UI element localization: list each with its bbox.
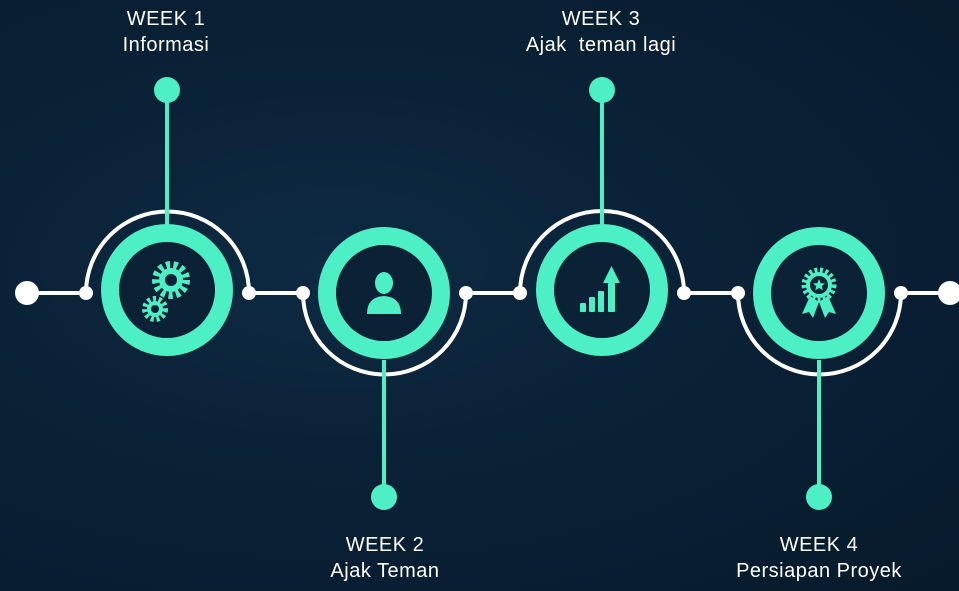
- step-title: WEEK 4: [779, 534, 859, 556]
- step-subtitle: Informasi: [122, 34, 210, 56]
- stem-dot-week-2: [371, 484, 397, 510]
- node-week-3: [536, 224, 668, 356]
- step-title: WEEK 1: [126, 8, 206, 30]
- step-label-week-4: WEEK 4 Persiapan Proyek: [699, 532, 939, 584]
- growth-chart-icon: [580, 266, 620, 312]
- timeline-end-dot: [938, 281, 959, 305]
- award-ribbon-icon: [801, 267, 837, 318]
- node-week-4: [753, 227, 885, 359]
- stem-dot-week-1: [154, 77, 180, 103]
- gears-icon: [142, 261, 190, 322]
- step-label-week-3: WEEK 3 Ajak teman lagi: [481, 6, 721, 58]
- timeline-start-dot: [15, 281, 39, 305]
- node-week-1: [101, 224, 233, 356]
- step-label-week-1: WEEK 1 Informasi: [46, 6, 286, 58]
- node-week-2: [318, 227, 450, 359]
- user-icon: [367, 272, 401, 314]
- step-label-week-2: WEEK 2 Ajak Teman: [265, 532, 505, 584]
- step-subtitle: Ajak Teman: [330, 560, 440, 582]
- connector-dots: [154, 77, 832, 510]
- step-subtitle: Ajak teman lagi: [525, 34, 677, 56]
- connector-stems: [165, 90, 821, 497]
- stem-dot-week-4: [806, 484, 832, 510]
- junction-dots: [15, 281, 959, 305]
- stem-dot-week-3: [589, 77, 615, 103]
- step-subtitle: Persiapan Proyek: [736, 560, 902, 582]
- step-title: WEEK 3: [561, 8, 641, 30]
- step-title: WEEK 2: [345, 534, 425, 556]
